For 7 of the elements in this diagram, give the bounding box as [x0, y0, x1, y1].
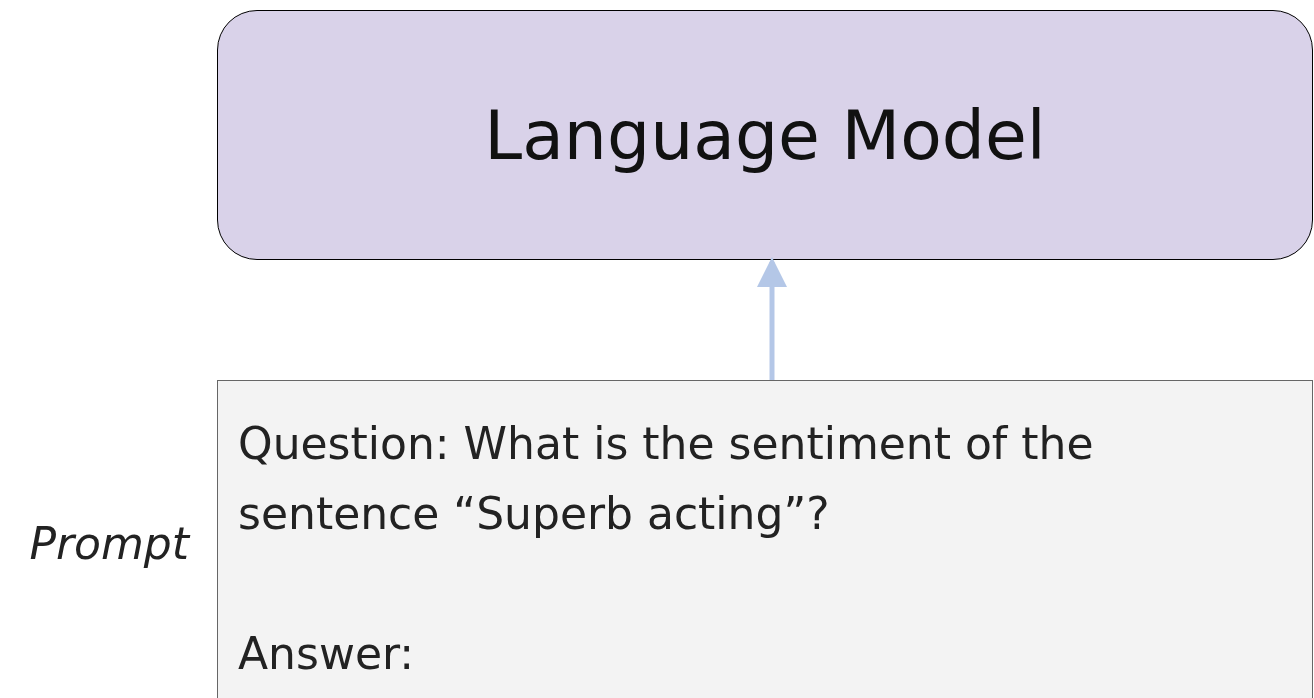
arrow	[757, 257, 787, 380]
prompt-text: Question: What is the sentiment of the sentence “Superb acting”?	[238, 417, 1095, 541]
prompt-text: Answer:	[238, 627, 416, 681]
side-label: Prompt	[29, 518, 189, 569]
prompt-box	[217, 380, 1313, 698]
model-box	[217, 10, 1313, 260]
box-title: Language Model	[484, 95, 1046, 175]
